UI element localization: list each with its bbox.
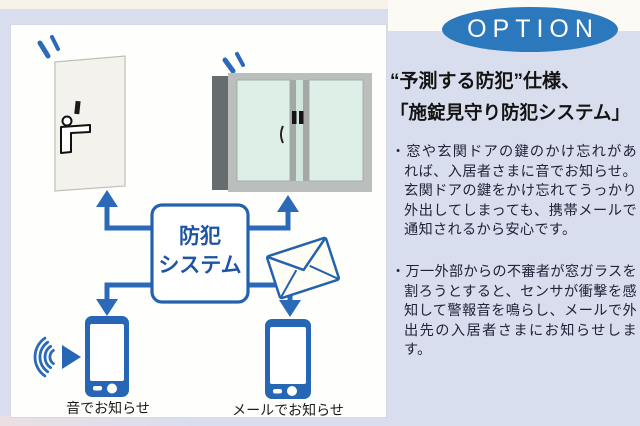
security-system-box: 防犯 システム: [150, 203, 250, 304]
speaker-icon: [62, 345, 81, 369]
arrowheads: [96, 190, 301, 317]
mail-envelope-icon: [265, 236, 341, 300]
sound-waves-icon: [33, 336, 55, 378]
description-text: ・窓や玄関ドアの鍵のかけ忘れがあれば、入居者さまに音でお知らせ。玄関ドアの鍵をか…: [391, 143, 637, 361]
smartphone-sound-icon: [85, 316, 129, 397]
headline-line1: “予測する防犯”仕様、: [390, 71, 581, 92]
arrow-to-door: [104, 206, 152, 231]
bullet-paragraph-1: ・窓や玄関ドアの鍵のかけ忘れがあれば、入居者さまに音でお知らせ。玄関ドアの鍵をか…: [391, 144, 637, 239]
window-icon: [212, 73, 372, 192]
option-badge-label: OPTION: [467, 15, 599, 43]
smartphone-mail-icon: [265, 319, 311, 399]
headline: “予測する防犯”仕様、 「施錠見守り防犯システム」: [390, 66, 640, 128]
mail-phone-label: メールでお知らせ: [232, 402, 344, 418]
alert-marks-door-icon: [37, 35, 60, 59]
bottom-left-tint: [0, 416, 190, 426]
system-box-line2: システム: [158, 254, 241, 277]
headline-line2: 「施錠見守り防犯システム」: [390, 102, 630, 123]
alert-marks-window-icon: [222, 52, 245, 74]
sound-phone-label: 音でお知らせ: [66, 400, 150, 416]
top-margin-strip: [0, 0, 640, 9]
door-icon: [54, 55, 126, 192]
arrow-to-sound-phone: [104, 282, 152, 300]
bullet-paragraph-2: ・万一外部からの不審者が窓ガラスを割ろうとすると、センサが衝撃を感知して警報音を…: [391, 263, 638, 359]
arrow-to-window: [248, 211, 291, 231]
option-badge: OPTION: [442, 7, 618, 52]
system-box-line1: 防犯: [179, 224, 221, 248]
